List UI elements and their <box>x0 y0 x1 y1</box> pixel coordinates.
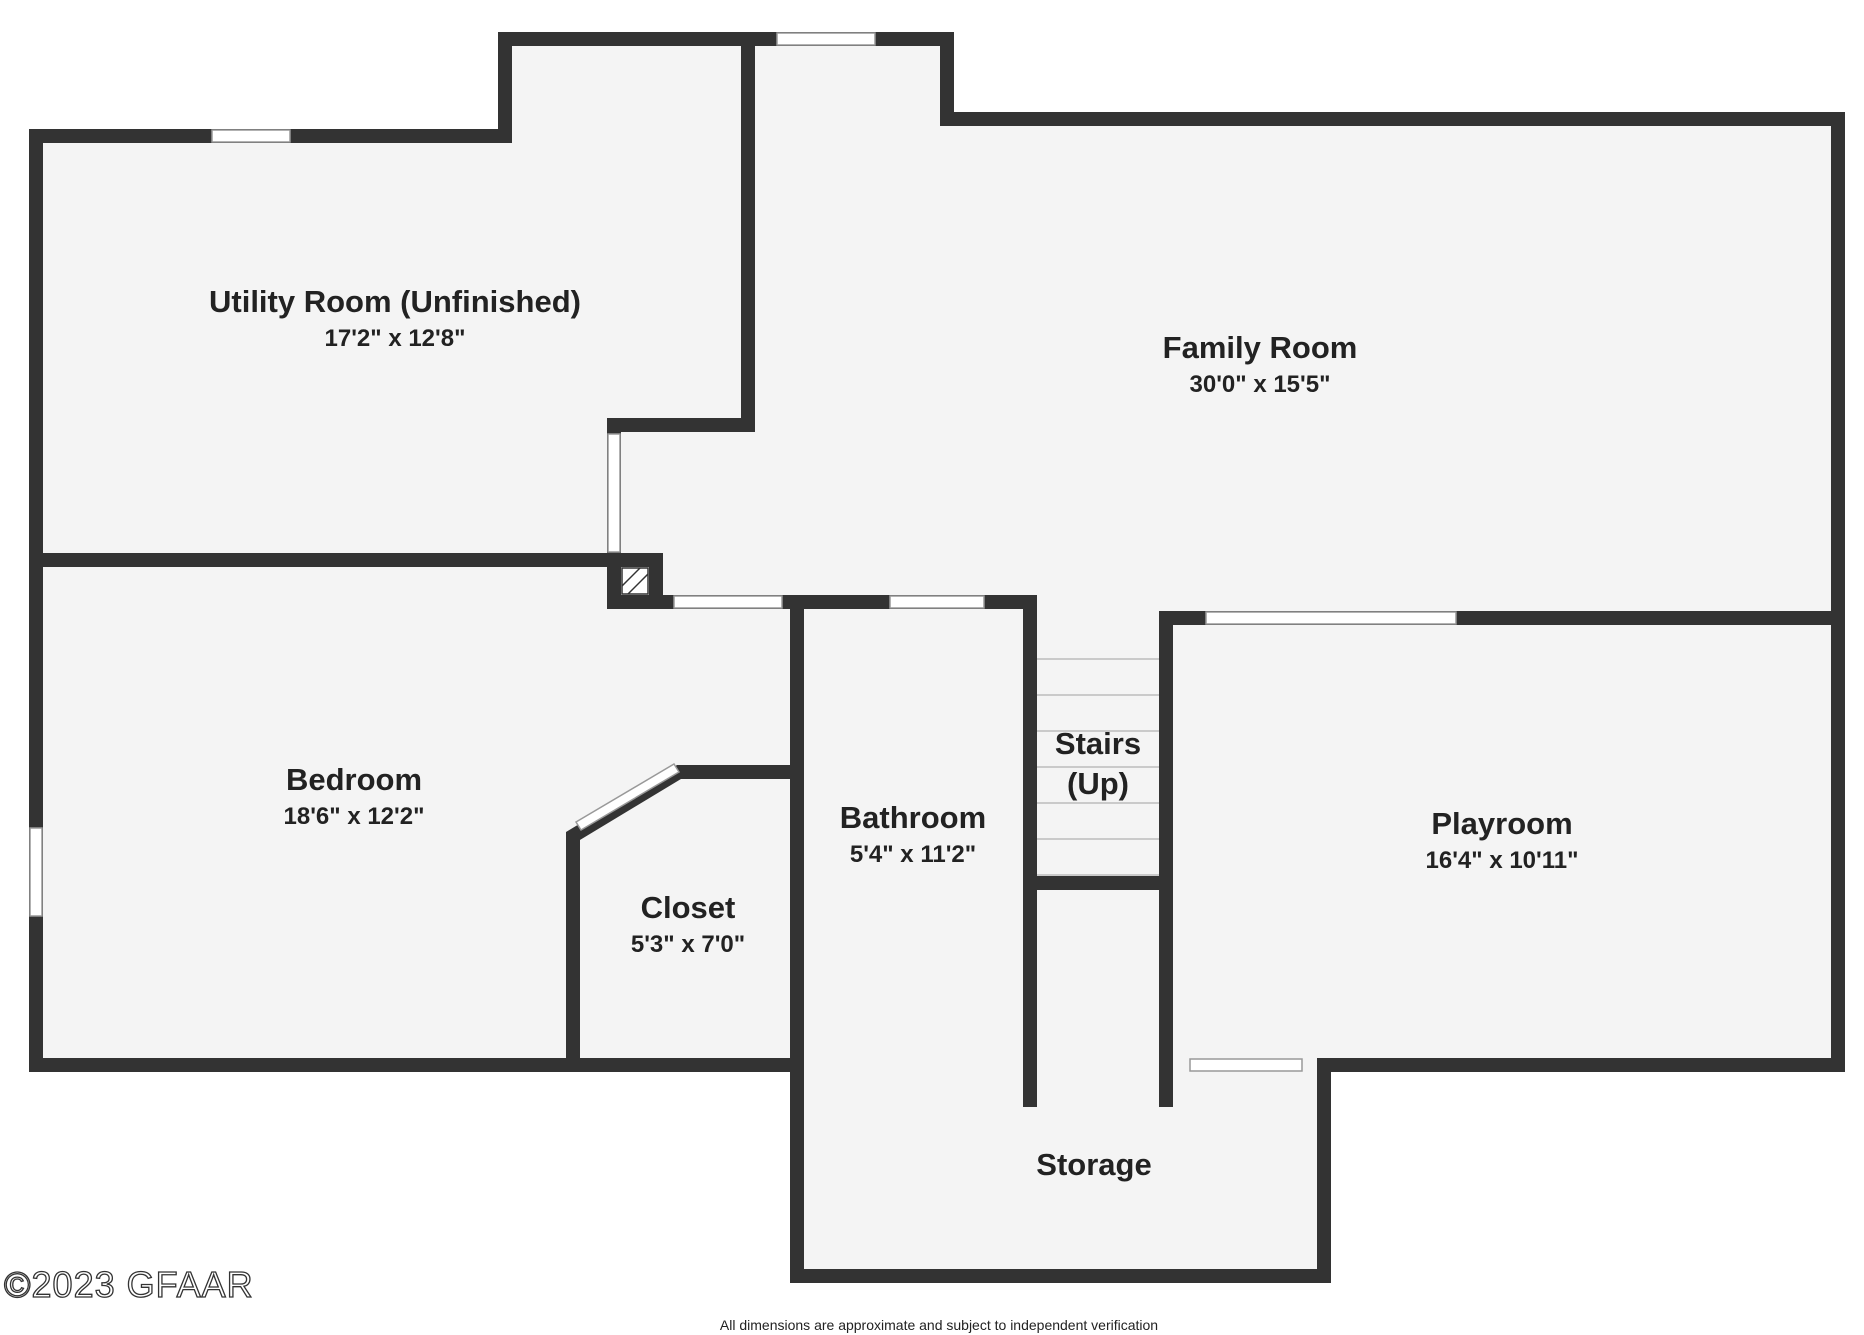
chimney-hatch <box>621 567 649 595</box>
utility-room-dims: 17'2" x 12'8" <box>325 325 466 352</box>
bathroom-name: Bathroom <box>840 800 986 835</box>
bathroom-dims: 5'4" x 11'2" <box>850 841 976 868</box>
stair-treads <box>1037 658 1159 876</box>
stairs-name-line2: (Up) <box>1067 766 1129 801</box>
window-utility-right <box>607 433 621 553</box>
room-labels: Utility Room (Unfinished) 17'2" x 12'8" … <box>209 284 1578 1182</box>
closet-dims: 5'3" x 7'0" <box>631 931 745 958</box>
floor-main <box>36 39 1838 1276</box>
family-room-dims: 30'0" x 15'5" <box>1190 371 1331 398</box>
stairs-name-line1: Stairs <box>1055 726 1141 761</box>
disclaimer-text: All dimensions are approximate and subje… <box>720 1317 1158 1333</box>
window-bedroom-top <box>673 595 783 609</box>
wall-stairs-playroom <box>1159 611 1845 1107</box>
storage-name: Storage <box>1036 1147 1151 1182</box>
bedroom-dims: 18'6" x 12'2" <box>284 803 425 830</box>
window-bedroom-left <box>29 827 43 917</box>
family-room-name: Family Room <box>1163 330 1358 365</box>
windows <box>29 32 1457 1072</box>
window-playroom-bottom <box>1189 1058 1303 1072</box>
window-utility-top <box>211 129 291 143</box>
closet-name: Closet <box>641 890 736 925</box>
bedroom-name: Bedroom <box>286 762 422 797</box>
floor-fills <box>36 39 1838 1276</box>
utility-room-name: Utility Room (Unfinished) <box>209 284 581 319</box>
window-family-top <box>776 32 876 46</box>
playroom-name: Playroom <box>1431 806 1572 841</box>
window-bath-top <box>889 595 985 609</box>
window-closet-angled <box>574 762 681 832</box>
chimney-block <box>607 553 663 609</box>
copyright-watermark: ©2023 GFAAR <box>4 1264 254 1305</box>
playroom-dims: 16'4" x 10'11" <box>1426 847 1579 874</box>
window-playroom-top <box>1205 611 1457 625</box>
